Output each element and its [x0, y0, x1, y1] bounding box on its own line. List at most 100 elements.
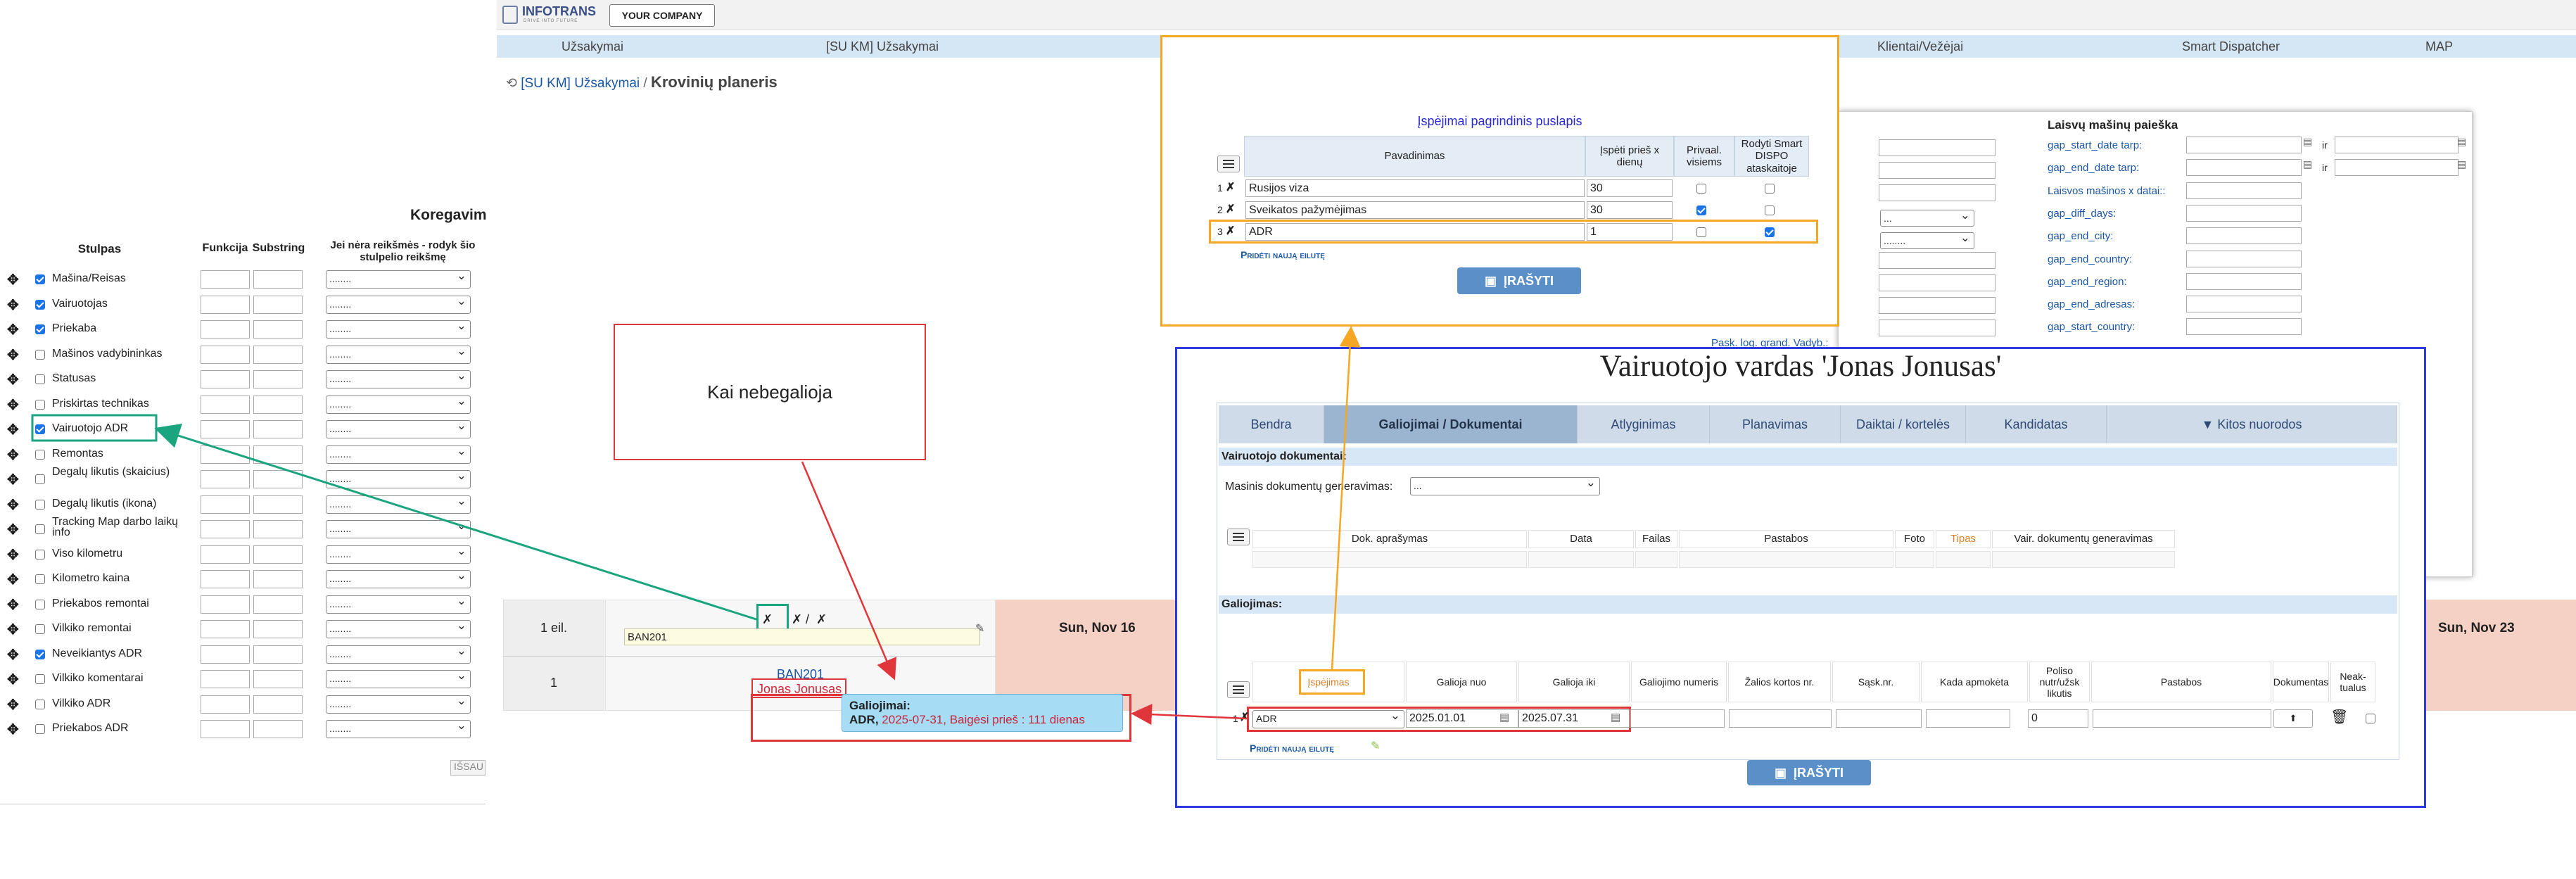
drag-handle-icon[interactable]: ✥ [7, 622, 19, 638]
left-input[interactable] [1879, 252, 1996, 269]
search-input-to[interactable] [2335, 159, 2458, 177]
drag-handle-icon[interactable]: ✥ [7, 372, 19, 388]
fallback-select[interactable]: ........ [326, 295, 471, 314]
calendar-icon[interactable]: ▤ [2457, 158, 2467, 170]
search-input[interactable] [2186, 272, 2302, 290]
logo[interactable]: INFOTRANS DRIVE INTO FUTURE [502, 4, 601, 27]
function-input[interactable] [201, 595, 250, 614]
function-input[interactable] [201, 370, 250, 388]
warning-type-select[interactable]: ADR [1252, 710, 1404, 728]
fallback-select[interactable]: ........ [326, 445, 471, 464]
substring-input[interactable] [253, 570, 303, 588]
left-select[interactable]: ... [1880, 210, 1974, 227]
search-input[interactable] [2186, 159, 2302, 177]
tab-7[interactable]: ▼ Kitos nuorodos [2107, 405, 2397, 443]
fallback-select[interactable]: ........ [326, 470, 471, 488]
wrench-icon-3[interactable]: ✗ [816, 612, 827, 626]
function-input[interactable] [201, 445, 250, 464]
row-checkbox[interactable] [35, 474, 45, 484]
fallback-select[interactable]: ........ [326, 645, 471, 664]
left-input[interactable] [1879, 162, 1996, 179]
warning-days-input[interactable]: 30 [1587, 201, 1673, 219]
fallback-select[interactable]: ........ [326, 420, 471, 438]
row-checkbox[interactable] [35, 299, 45, 310]
left-input[interactable] [1879, 320, 1996, 336]
row-checkbox[interactable] [35, 349, 45, 360]
row-checkbox[interactable] [35, 499, 45, 510]
fallback-select[interactable]: ........ [326, 320, 471, 339]
left-input[interactable] [1879, 297, 1996, 314]
fallback-select[interactable]: ........ [326, 695, 471, 714]
doc-filter-input[interactable] [1679, 551, 1893, 568]
row-checkbox[interactable] [35, 524, 45, 534]
mass-gen-select[interactable]: ... [1410, 477, 1600, 495]
delete-row-icon[interactable]: ✗ [1226, 225, 1236, 237]
fallback-select[interactable]: ........ [326, 670, 471, 688]
fallback-select[interactable]: ........ [326, 545, 471, 564]
nav-item-klientai[interactable]: Klientai/Vežėjai [1877, 39, 1964, 53]
search-input[interactable] [2186, 137, 2302, 153]
fallback-select[interactable]: ........ [326, 345, 471, 364]
left-save-button[interactable]: IŠSAU [450, 760, 486, 776]
function-input[interactable] [201, 395, 250, 414]
calendar-icon[interactable]: ▤ [2457, 136, 2467, 147]
valid-number-input[interactable] [1630, 709, 1725, 728]
left-input[interactable] [1879, 139, 1996, 156]
drag-handle-icon[interactable]: ✥ [7, 272, 19, 288]
warning-name-input[interactable]: Rusijos viza [1245, 179, 1585, 197]
substring-input[interactable] [253, 695, 303, 714]
warning-name-input[interactable]: ADR [1245, 223, 1585, 241]
priv-checkbox[interactable] [1696, 205, 1706, 215]
row-checkbox[interactable] [35, 574, 45, 584]
search-input[interactable] [2186, 250, 2302, 267]
nav-item-map[interactable]: MAP [2425, 39, 2454, 53]
function-input[interactable] [201, 695, 250, 714]
drag-handle-icon[interactable]: ✥ [7, 597, 19, 613]
vehicle-input[interactable]: BAN201 [624, 628, 980, 645]
doc-filter-input[interactable] [1936, 551, 1991, 568]
function-input[interactable] [201, 295, 250, 314]
wrench-icon-2[interactable]: ✗ [792, 612, 803, 626]
drag-handle-icon[interactable]: ✥ [7, 647, 19, 663]
tab-1[interactable]: Bendra [1219, 405, 1324, 443]
fallback-select[interactable]: ........ [326, 495, 471, 514]
function-input[interactable] [201, 645, 250, 664]
calendar-icon[interactable]: ▤ [2303, 136, 2313, 147]
delete-row-icon[interactable]: ✗ [1240, 712, 1250, 723]
drag-handle-icon[interactable]: ✥ [7, 697, 19, 713]
tab-6[interactable]: Kandidatas [1966, 405, 2107, 443]
policy-remainder-input[interactable]: 0 [2028, 709, 2088, 728]
substring-input[interactable] [253, 620, 303, 638]
row-checkbox[interactable] [35, 649, 45, 659]
fallback-select[interactable]: ........ [326, 620, 471, 638]
search-input[interactable] [2186, 296, 2302, 313]
function-input[interactable] [201, 345, 250, 364]
drag-handle-icon[interactable]: ✥ [7, 672, 19, 688]
driver-save-button[interactable]: ▣ ĮRAŠYTI [1747, 760, 1871, 785]
drag-handle-icon[interactable]: ✥ [7, 522, 19, 538]
row-checkbox[interactable] [35, 274, 45, 284]
fallback-select[interactable]: ........ [326, 270, 471, 289]
row-checkbox[interactable] [35, 549, 45, 559]
invoice-input[interactable] [1836, 709, 1922, 728]
doc-filter-input[interactable] [1252, 551, 1527, 568]
doc-filter-input[interactable] [1635, 551, 1677, 568]
substring-input[interactable] [253, 670, 303, 688]
left-input[interactable] [1879, 274, 1996, 291]
row-checkbox[interactable] [35, 374, 45, 384]
function-input[interactable] [201, 320, 250, 339]
calendar-icon-from[interactable]: ▤ [1499, 712, 1510, 723]
show-checkbox[interactable] [1765, 184, 1775, 194]
edit-icon[interactable]: ✎ [975, 623, 985, 635]
substring-input[interactable] [253, 320, 303, 339]
search-input-to[interactable] [2335, 137, 2458, 153]
upload-button[interactable]: ⬆ [2273, 709, 2313, 728]
notes-input[interactable] [2093, 709, 2271, 728]
delete-row-icon[interactable]: ✗ [1226, 203, 1236, 215]
priv-checkbox[interactable] [1696, 227, 1706, 237]
left-input[interactable] [1879, 184, 1996, 201]
drag-handle-icon[interactable]: ✥ [7, 547, 19, 563]
row-checkbox[interactable] [35, 424, 45, 434]
substring-input[interactable] [253, 545, 303, 564]
show-checkbox[interactable] [1765, 227, 1775, 237]
